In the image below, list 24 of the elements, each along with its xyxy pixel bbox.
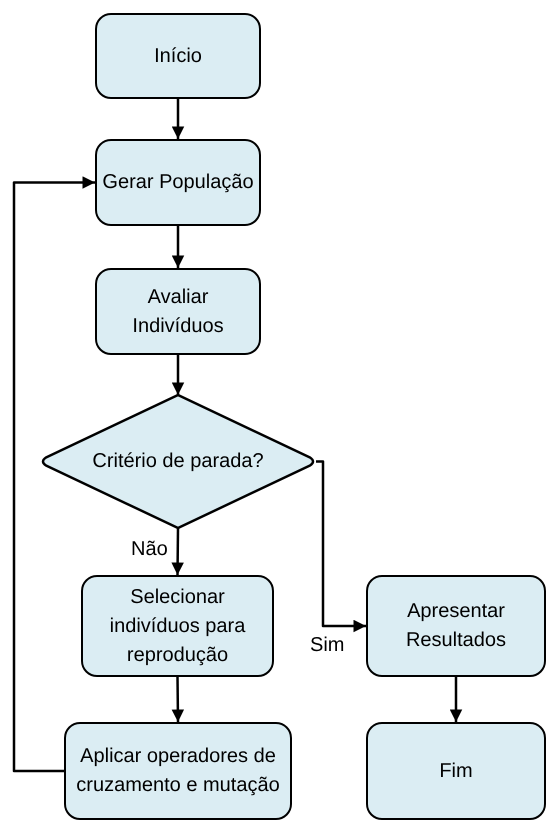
process-box [81, 575, 274, 677]
process-box [95, 268, 261, 355]
arrow [316, 460, 366, 632]
node-label: Gerar População [102, 170, 254, 195]
process-box [95, 139, 261, 226]
terminal-box [95, 13, 261, 99]
node-label: Fim [439, 758, 473, 784]
arrow [12, 176, 95, 772]
node-label: Selecionar indivíduos para reprodução [108, 584, 246, 668]
arrow [450, 677, 462, 722]
arrow [172, 355, 184, 395]
process-box [366, 575, 546, 677]
process-box [64, 722, 292, 820]
arrow [172, 676, 184, 722]
arrow [172, 99, 184, 139]
arrow [172, 226, 184, 268]
node-label: Avaliar Indivíduos [131, 284, 225, 338]
decision-diamond [42, 394, 314, 530]
node-label: Critério de parada? [92, 449, 264, 474]
arrow [171, 528, 184, 576]
node-label: Aplicar operadores de cruzamento e mutação [75, 744, 281, 798]
node-label: Início [154, 44, 202, 68]
terminal-box [366, 722, 546, 820]
node-label: Apresentar Resultados [404, 599, 508, 653]
